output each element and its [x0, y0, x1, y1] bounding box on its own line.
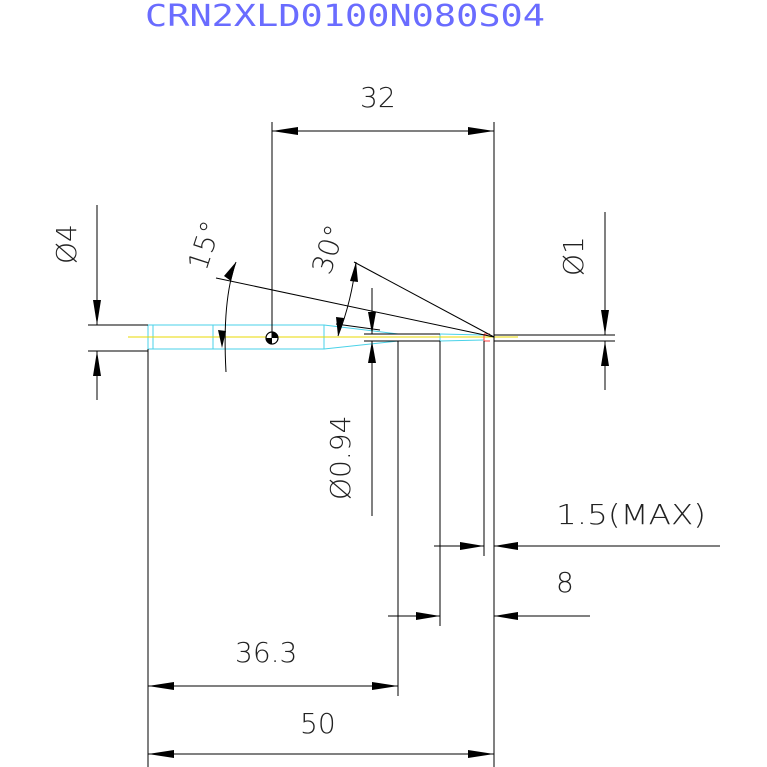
dim-d1-label: Ø1 [557, 236, 590, 276]
arrow-8-left [416, 612, 440, 620]
dim-d4-label: Ø4 [50, 224, 83, 264]
arrow-15-bottom [218, 330, 226, 348]
arrow-d094-top [368, 312, 376, 334]
arrow-d1-bottom [601, 341, 609, 366]
arrow-36-3-left [148, 682, 174, 690]
arrow-50-right [468, 750, 494, 758]
arrow-15-top [224, 262, 236, 281]
dim-d094 [364, 288, 440, 516]
dim-1-5-max-label: 1.5(MAX) [556, 498, 706, 531]
dim-36-3 [147, 341, 399, 767]
dim-d1 [494, 212, 615, 390]
arrow-36-3-right [372, 682, 398, 690]
arrow-8-right [494, 612, 518, 620]
angle-15-label: 15° [181, 217, 228, 274]
angle-30-lines [337, 261, 495, 338]
dim-32 [271, 122, 495, 767]
part-number-title: CRN2XLD0100N080S04 [145, 0, 545, 34]
arrow-d4-top [93, 300, 101, 325]
arrow-32-right [468, 127, 494, 135]
arrow-1-5-left [460, 542, 484, 550]
angle-30-label: 30° [305, 221, 352, 278]
arrow-d4-bottom [93, 351, 101, 376]
arrow-30-bottom [336, 317, 344, 336]
arrow-50-left [148, 750, 174, 758]
dim-d094-label: Ø0.94 [324, 416, 357, 500]
dim-32-label: 32 [360, 81, 396, 114]
arrow-1-5-right [494, 542, 518, 550]
arrow-d094-bottom [368, 341, 376, 363]
arrow-d1-top [601, 310, 609, 335]
dim-36-3-label: 36.3 [235, 636, 297, 669]
dim-50-label: 50 [300, 707, 336, 740]
dim-8-label: 8 [556, 566, 574, 599]
arrow-30-top [350, 262, 358, 282]
arrow-32-left [272, 127, 298, 135]
